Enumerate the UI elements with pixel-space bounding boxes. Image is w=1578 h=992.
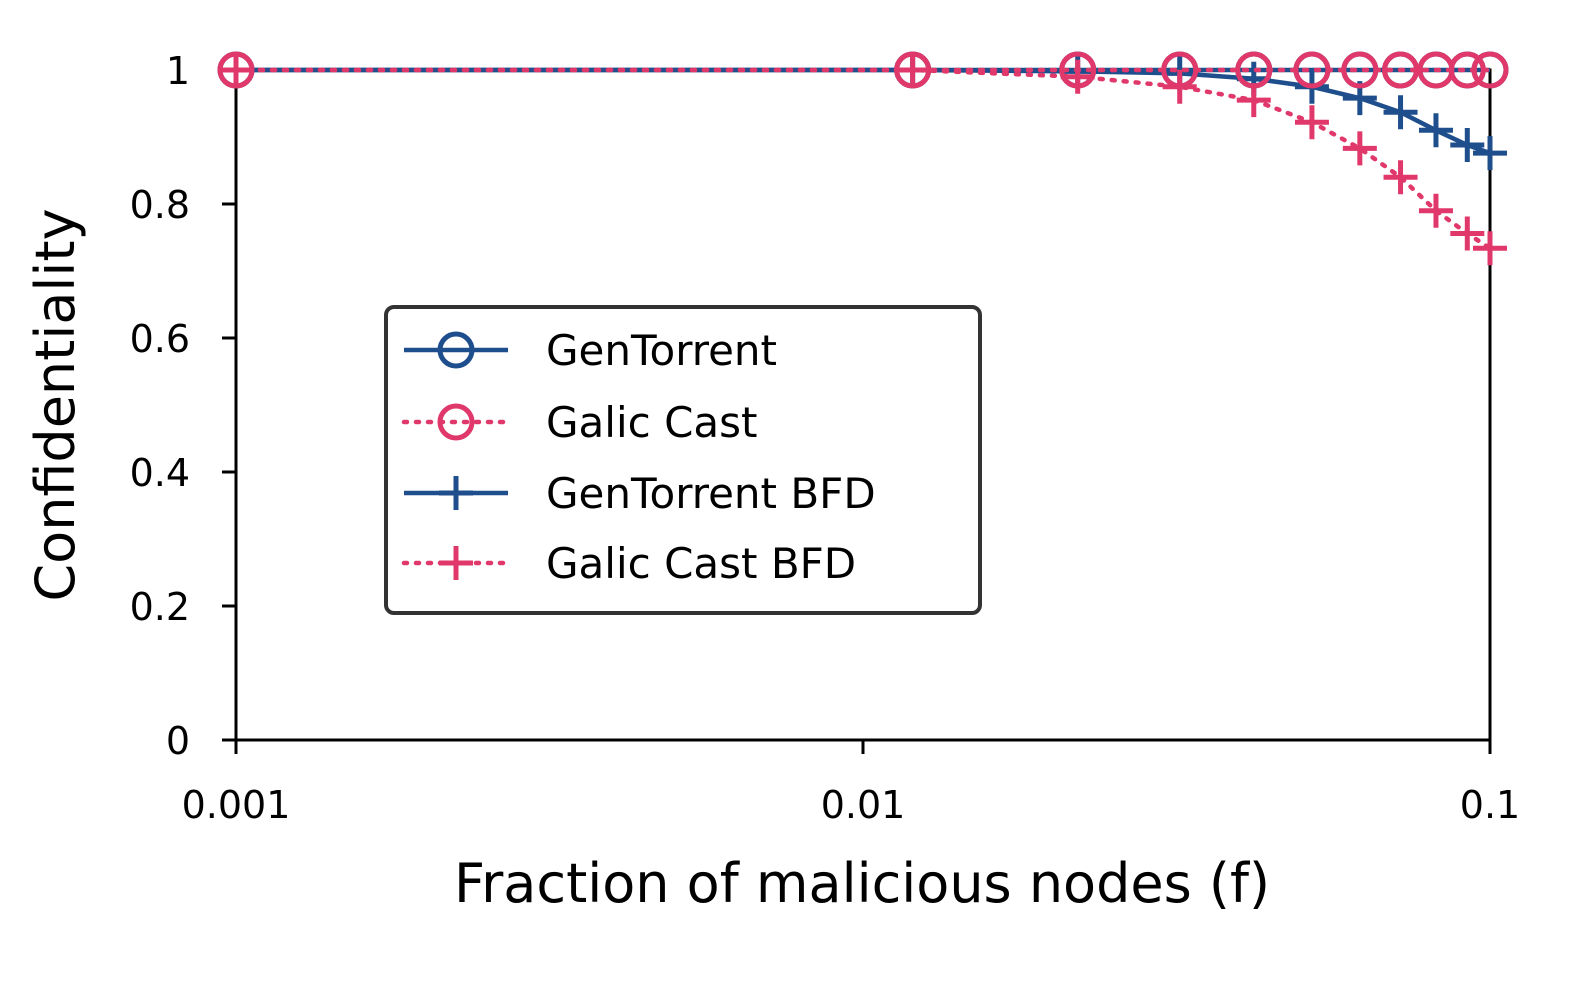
point-galic-cast-9 (1448, 51, 1486, 89)
point-galic-cast-bfd-0 (219, 53, 253, 87)
point-galic-cast-7 (1382, 51, 1420, 89)
point-galic-cast-bfd-4 (1236, 83, 1271, 118)
series-line-galic-cast-bfd (233, 67, 1493, 251)
legend-marker-gentorrent (437, 331, 475, 369)
y-axis-title: Confidentiality (24, 208, 87, 601)
point-galic-cast-bfd-3 (1162, 69, 1197, 104)
point-galic-cast-bfd-2 (1060, 59, 1095, 94)
point-galic-cast-bfd-1 (895, 53, 930, 87)
y-tick-label-0: 0 (166, 719, 190, 763)
x-tick-label-2: 0.1 (1460, 783, 1520, 827)
legend-label-galic-cast-bfd: Galic Cast BFD (546, 539, 856, 588)
legend-marker-gentorrent-bfd (439, 476, 473, 510)
legend-marker-galic-cast (437, 403, 475, 441)
point-galic-cast-10 (1471, 51, 1509, 89)
point-galic-cast-5 (1293, 51, 1331, 89)
point-gentorrent-bfd-10 (1473, 136, 1507, 171)
legend-frame (384, 305, 982, 615)
point-galic-cast-bfd-8 (1418, 193, 1453, 228)
point-galic-cast-bfd-6 (1342, 131, 1377, 166)
y-tick-label-4: 0.8 (130, 183, 190, 227)
point-gentorrent-bfd-7 (1383, 95, 1418, 130)
point-gentorrent-bfd-8 (1418, 113, 1453, 148)
point-galic-cast-bfd-9 (1450, 216, 1485, 251)
x-axis-title: Fraction of malicious nodes (f) (454, 852, 1270, 915)
legend-label-gentorrent: GenTorrent (546, 326, 777, 375)
legend-label-galic-cast: Galic Cast (546, 398, 757, 447)
x-tick-label-0: 0.001 (182, 783, 291, 827)
point-gentorrent-bfd-9 (1450, 128, 1485, 163)
y-tick-label-3: 0.6 (130, 317, 190, 361)
series-galic-cast-bfd (219, 53, 1507, 266)
x-tick-label-1: 0.01 (821, 783, 906, 827)
series-layer (217, 51, 1509, 266)
point-galic-cast-bfd-5 (1294, 105, 1329, 140)
legend-marker-galic-cast-bfd (439, 546, 473, 580)
y-tick-label-1: 0.2 (130, 585, 190, 629)
y-tick-label-5: 1 (166, 49, 190, 93)
point-galic-cast-bfd-10 (1473, 231, 1507, 266)
point-galic-cast-6 (1341, 51, 1379, 89)
point-galic-cast-bfd-7 (1383, 160, 1418, 195)
y-tick-label-2: 0.4 (130, 451, 190, 495)
axes-layer: 0 0.2 0.4 0.6 0.8 1 0.001 0.01 0.1 (130, 49, 1521, 827)
legend-label-gentorrent-bfd: GenTorrent BFD (546, 469, 876, 518)
